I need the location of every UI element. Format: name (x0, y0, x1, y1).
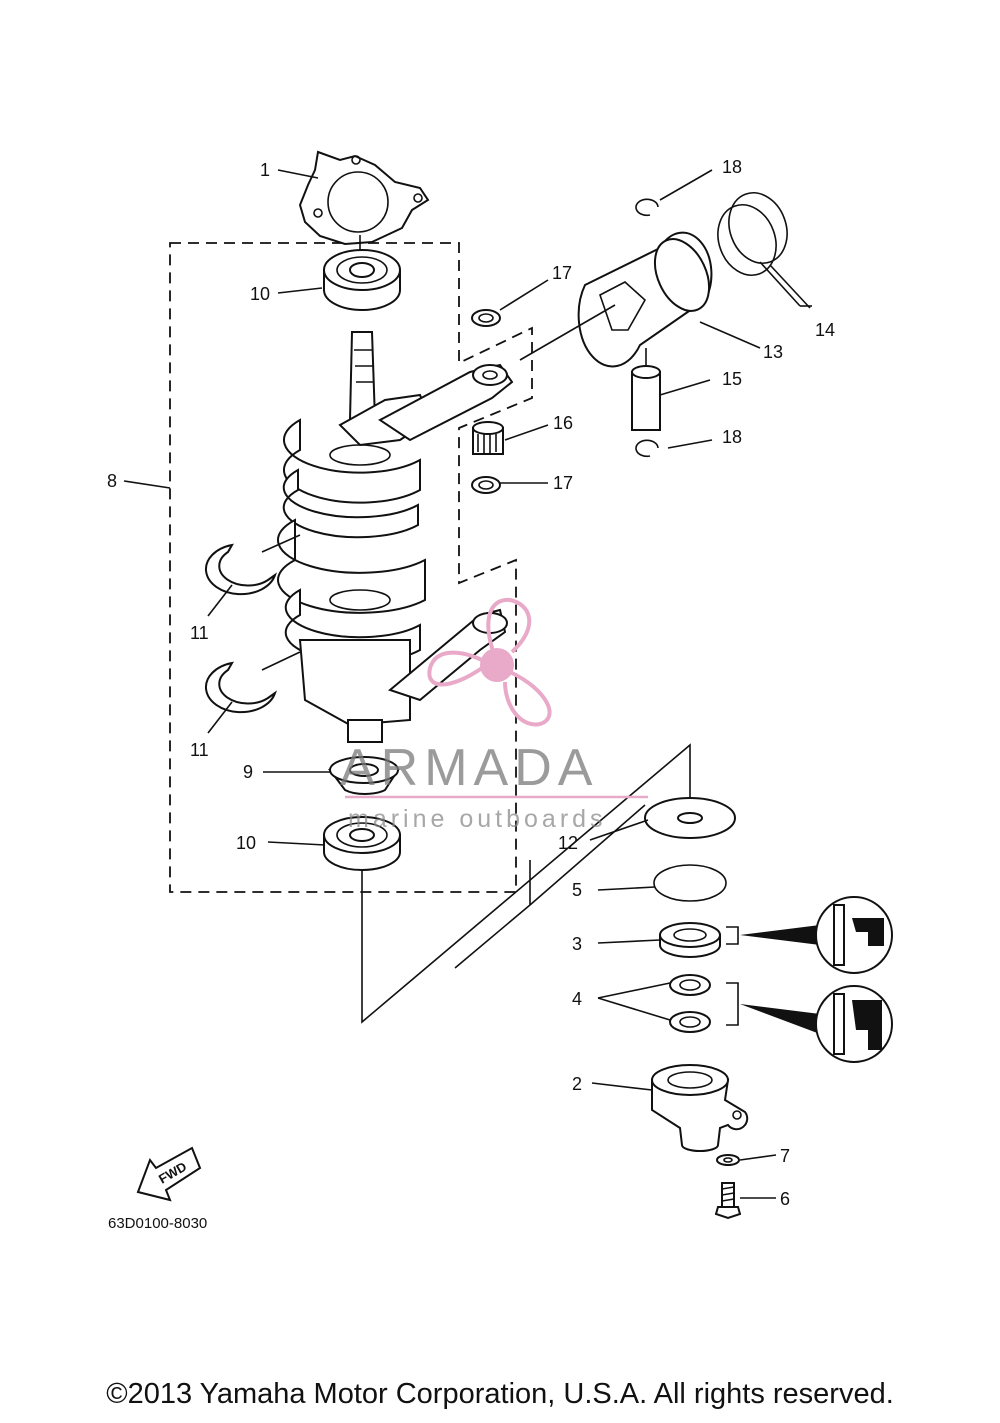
callout-15: 15 (722, 369, 742, 389)
part-1-gasket[interactable] (298, 150, 430, 246)
part-5-o-ring[interactable] (653, 864, 727, 902)
callout-10-lower: 10 (236, 833, 256, 853)
callout-1: 1 (260, 160, 270, 180)
callout-14: 14 (815, 320, 835, 340)
callout-8: 8 (107, 471, 117, 491)
part-13-piston[interactable] (577, 230, 720, 368)
callout-18-lower: 18 (722, 427, 742, 447)
callout-3: 3 (572, 934, 582, 954)
part-10-bearing-lower[interactable] (323, 816, 401, 871)
callout-13: 13 (763, 342, 783, 362)
propeller-icon (427, 597, 552, 727)
part-6-bolt[interactable] (714, 1182, 742, 1220)
part-18-clip-upper[interactable] (635, 198, 659, 217)
callout-17-upper: 17 (552, 263, 572, 283)
callout-9: 9 (243, 762, 253, 782)
seal-3-detail-view (815, 896, 893, 974)
callout-11-upper: 11 (190, 623, 209, 643)
part-17-washer-upper[interactable] (471, 309, 501, 327)
callout-6: 6 (780, 1189, 790, 1209)
part-4-oil-seal-lower[interactable] (669, 1011, 711, 1033)
part-7-washer[interactable] (716, 1154, 740, 1166)
callout-12: 12 (558, 833, 578, 853)
callout-7: 7 (780, 1146, 790, 1166)
part-14-piston-rings[interactable] (708, 185, 796, 284)
callout-4: 4 (572, 989, 582, 1009)
part-4-oil-seal-upper[interactable] (669, 974, 711, 996)
seal-3-detail-pointer (740, 925, 820, 945)
part-18-clip-lower[interactable] (635, 439, 659, 458)
watermark-tagline: marine outboards (348, 805, 607, 833)
callout-11-lower: 11 (190, 740, 209, 760)
part-12-plate[interactable] (644, 797, 736, 839)
callout-16: 16 (553, 413, 573, 433)
callout-2: 2 (572, 1074, 582, 1094)
callout-18-upper: 18 (722, 157, 742, 177)
part-9-oil-seal[interactable] (328, 756, 400, 795)
leader-lines (123, 169, 812, 1199)
copyright-notice: ©2013 Yamaha Motor Corporation, U.S.A. A… (106, 1378, 894, 1410)
seal-4-detail-view (815, 985, 893, 1063)
part-16-needle-bearing[interactable] (472, 421, 504, 455)
part-3-oil-seal[interactable] (659, 922, 721, 958)
part-10-bearing-upper[interactable] (323, 249, 401, 311)
callout-10-upper: 10 (250, 284, 270, 304)
part-11-circlip-upper[interactable] (205, 543, 277, 596)
seal-4-detail-pointer (740, 1004, 820, 1034)
diagram-code: 63D0100-8030 (108, 1215, 207, 1232)
crankshaft-assembly-boundary (169, 242, 533, 893)
connecting-rod-upper[interactable] (378, 363, 514, 442)
fwd-arrow-icon: FWD (136, 1146, 202, 1202)
part-15-piston-pin[interactable] (631, 365, 661, 431)
part-11-circlip-lower[interactable] (205, 661, 277, 714)
part-17-washer-lower[interactable] (471, 476, 501, 494)
watermark-brand: ARMADA (340, 739, 598, 797)
callout-17-lower: 17 (553, 473, 573, 493)
armada-watermark: ARMADA marine outboards (340, 597, 648, 833)
propeller-hub (480, 648, 514, 682)
callout-5: 5 (572, 880, 582, 900)
part-2-seal-housing[interactable] (651, 1064, 749, 1152)
